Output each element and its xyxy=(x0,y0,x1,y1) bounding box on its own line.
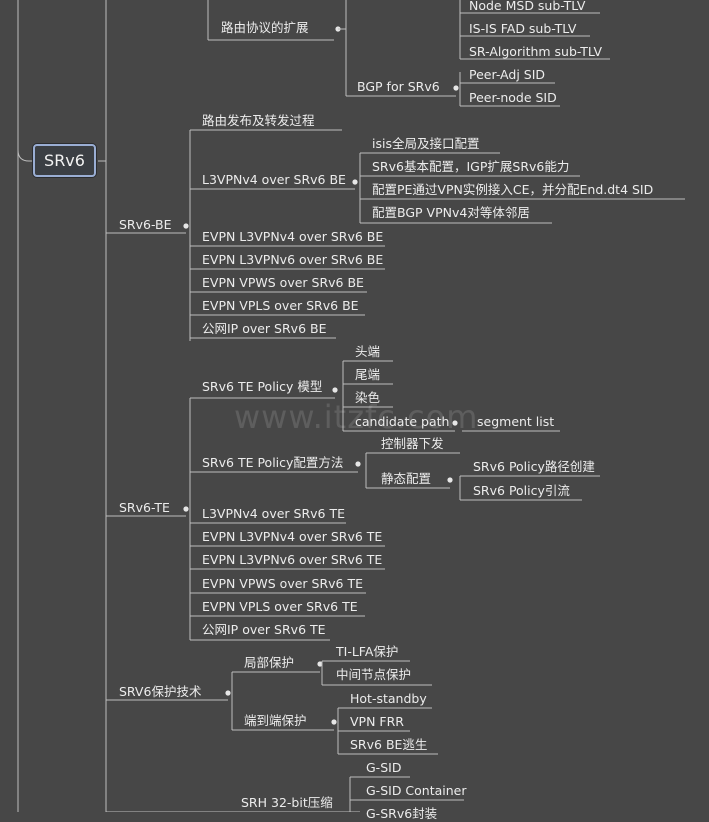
branch-dot[interactable] xyxy=(183,506,189,512)
node-bgp-srv6[interactable]: BGP for SRv6 xyxy=(357,79,440,94)
node-evpn-vpls-be[interactable]: EVPN VPLS over SRv6 BE xyxy=(202,298,359,313)
node-sr-algo[interactable]: SR-Algorithm sub-TLV xyxy=(469,44,603,59)
node-srh-compress[interactable]: SRH 32-bit压缩 xyxy=(241,795,333,810)
node-be-escape[interactable]: SRv6 BE逃生 xyxy=(350,737,428,752)
node-protect[interactable]: SRV6保护技术 xyxy=(119,684,202,699)
branch-dot[interactable] xyxy=(447,477,453,483)
node-l3vpnv4-be[interactable]: L3VPNv4 over SRv6 BE xyxy=(202,172,346,187)
node-vpn-frr[interactable]: VPN FRR xyxy=(350,714,404,729)
node-isis-cfg[interactable]: isis全局及接口配置 xyxy=(372,136,480,151)
node-pe-cfg[interactable]: 配置PE通过VPN实例接入CE，并分配End.dt4 SID xyxy=(372,182,654,197)
branch-dot[interactable] xyxy=(452,420,458,426)
branch-dot[interactable] xyxy=(332,387,338,393)
node-evpn-l3v4-be[interactable]: EVPN L3VPNv4 over SRv6 BE xyxy=(202,229,384,244)
node-proto-ext[interactable]: 路由协议的扩展 xyxy=(221,20,309,35)
node-node-msd[interactable]: Node MSD sub-TLV xyxy=(469,0,586,13)
node-fad[interactable]: IS-IS FAD sub-TLV xyxy=(469,21,577,36)
node-local-protect[interactable]: 局部保护 xyxy=(244,655,295,670)
branch-dot[interactable] xyxy=(352,179,358,185)
node-tail[interactable]: 尾端 xyxy=(355,367,381,382)
node-bgp-peer[interactable]: 配置BGP VPNv4对等体邻居 xyxy=(372,205,530,220)
node-gsid-container[interactable]: G-SID Container xyxy=(366,783,467,798)
branch-dot[interactable] xyxy=(331,719,337,725)
node-evpn-vpls-te[interactable]: EVPN VPLS over SRv6 TE xyxy=(202,599,358,614)
node-route-pub[interactable]: 路由发布及转发过程 xyxy=(202,113,315,128)
node-segment-list[interactable]: segment list xyxy=(477,414,555,429)
node-mid-protect[interactable]: 中间节点保护 xyxy=(336,667,412,682)
watermark: www.itzfc.com xyxy=(234,398,479,436)
node-te-model[interactable]: SRv6 TE Policy 模型 xyxy=(202,379,323,394)
node-l3vpnv4-te[interactable]: L3VPNv4 over SRv6 TE xyxy=(202,506,346,521)
node-public-be[interactable]: 公网IP over SRv6 BE xyxy=(202,321,327,336)
node-evpn-l3v6-be[interactable]: EVPN L3VPNv6 over SRv6 BE xyxy=(202,252,384,267)
node-srv6-basic[interactable]: SRv6基本配置，IGP扩展SRv6能力 xyxy=(372,159,570,174)
node-hot-standby[interactable]: Hot-standby xyxy=(350,691,427,706)
node-peer-adj[interactable]: Peer-Adj SID xyxy=(469,67,546,82)
branch-dot[interactable] xyxy=(183,223,189,229)
node-policy-steer[interactable]: SRv6 Policy引流 xyxy=(473,483,570,498)
branch-dot[interactable] xyxy=(355,461,361,467)
node-gsid[interactable]: G-SID xyxy=(366,760,402,775)
branch-dot[interactable] xyxy=(453,85,459,91)
branch-dot[interactable] xyxy=(317,661,323,667)
node-te-cfg[interactable]: SRv6 TE Policy配置方法 xyxy=(202,455,344,470)
branch-dot[interactable] xyxy=(225,690,231,696)
node-policy-path[interactable]: SRv6 Policy路径创建 xyxy=(473,459,595,474)
node-srv6-be[interactable]: SRv6-BE xyxy=(119,217,172,232)
node-evpn-l3v6-te[interactable]: EVPN L3VPNv6 over SRv6 TE xyxy=(202,552,383,567)
root-node-srv6[interactable]: SRv6 xyxy=(33,144,96,177)
node-evpn-vpws-be[interactable]: EVPN VPWS over SRv6 BE xyxy=(202,275,364,290)
node-color[interactable]: 染色 xyxy=(355,390,381,405)
connector-line-1 xyxy=(17,149,33,162)
node-evpn-vpws-te[interactable]: EVPN VPWS over SRv6 TE xyxy=(202,576,363,591)
node-public-te[interactable]: 公网IP over SRv6 TE xyxy=(202,622,326,637)
node-head[interactable]: 头端 xyxy=(355,344,381,359)
node-gsrv6[interactable]: G-SRv6封装 xyxy=(366,806,438,821)
node-e2e-protect[interactable]: 端到端保护 xyxy=(244,713,307,728)
node-static[interactable]: 静态配置 xyxy=(381,471,432,486)
node-srv6-te[interactable]: SRv6-TE xyxy=(119,500,170,515)
node-candidate-path[interactable]: candidate path xyxy=(355,414,450,429)
node-evpn-l3v4-te[interactable]: EVPN L3VPNv4 over SRv6 TE xyxy=(202,529,383,544)
node-controller[interactable]: 控制器下发 xyxy=(381,436,444,451)
node-tilfa[interactable]: TI-LFA保护 xyxy=(336,644,399,659)
node-peer-node[interactable]: Peer-node SID xyxy=(469,90,557,105)
